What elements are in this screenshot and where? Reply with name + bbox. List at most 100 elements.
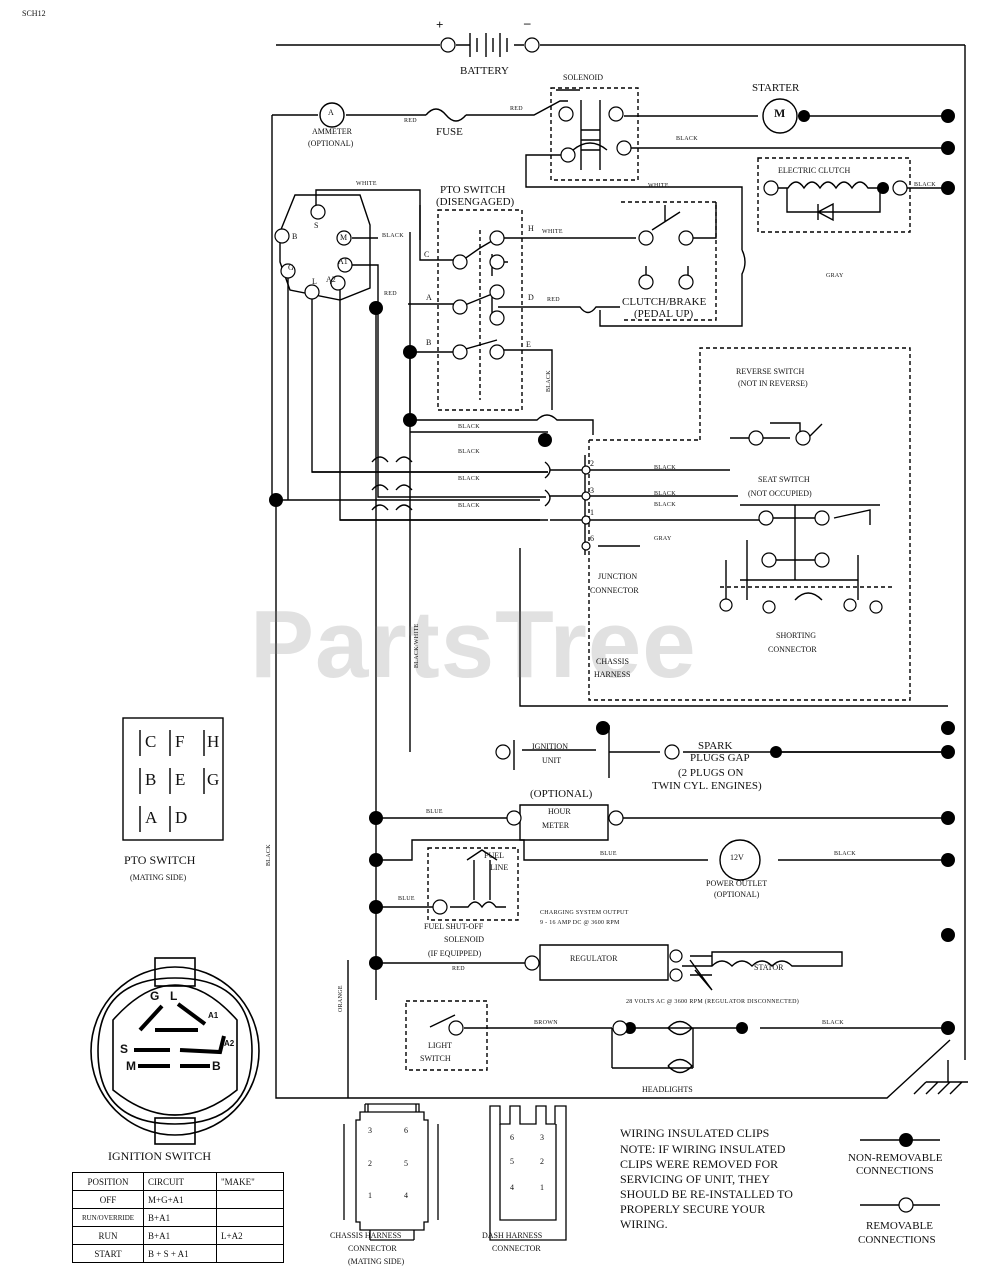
- doc-code: SCH12: [22, 9, 46, 18]
- wire-brown: BROWN: [534, 1020, 558, 1026]
- dash-connector-title-2: CONNECTOR: [492, 1244, 541, 1253]
- table-row: OFF M+G+A1: [72, 1190, 284, 1209]
- wire-black-9: BLACK: [654, 491, 676, 497]
- ign-face-l: L: [170, 989, 178, 1003]
- table-row: START B + S + A1: [72, 1244, 284, 1263]
- electric-clutch-label: ELECTRIC CLUTCH: [778, 166, 851, 175]
- junction-pin-6: 6: [590, 534, 594, 543]
- spark-3: (2 PLUGS ON: [678, 767, 744, 779]
- pto-pin-g: G: [207, 770, 220, 789]
- hour-meter-2: METER: [542, 821, 570, 830]
- legend-non-removable-1: NON-REMOVABLE: [848, 1152, 943, 1164]
- battery-plus: +: [436, 17, 444, 32]
- pto-pin-h: H: [207, 732, 220, 751]
- wire-blue-2: BLUE: [600, 851, 617, 857]
- pto-term-e: E: [526, 340, 531, 349]
- ignition-position-table: POSITION CIRCUIT "MAKE" OFF M+G+A1 RUN/O…: [72, 1172, 284, 1263]
- solenoid-label: SOLENOID: [563, 73, 603, 82]
- fuel-line-2: LINE: [490, 863, 509, 872]
- dash-pin-6: 6: [510, 1133, 514, 1142]
- wire-red-3: RED: [384, 291, 397, 297]
- ign-face-g: G: [150, 989, 160, 1003]
- headlights-label: HEADLIGHTS: [642, 1085, 693, 1094]
- pto-term-c: C: [424, 250, 430, 259]
- fuel-solenoid-1: FUEL SHUT-OFF: [424, 922, 484, 931]
- fuel-solenoid-3: (IF EQUIPPED): [428, 949, 482, 958]
- wire-black-8: BLACK: [458, 476, 480, 482]
- light-switch-2: SWITCH: [420, 1054, 451, 1063]
- power-outlet-symbol: 12V: [730, 853, 744, 862]
- clutch-brake-state: (PEDAL UP): [634, 308, 694, 320]
- starter-symbol: M: [774, 106, 786, 120]
- ammeter-label: AMMETER: [312, 127, 352, 136]
- fuse-label: FUSE: [436, 126, 463, 138]
- pto-pin-b: B: [145, 770, 157, 789]
- pto-pin-e: E: [175, 770, 186, 789]
- chassis-harness-2: HARNESS: [594, 670, 631, 679]
- junction-connector-2: CONNECTOR: [590, 586, 639, 595]
- chassis-connector-title-3: (MATING SIDE): [348, 1257, 405, 1266]
- regulator-label: REGULATOR: [570, 954, 618, 963]
- ign-term-g: G: [288, 263, 294, 272]
- dash-pin-5: 5: [510, 1157, 514, 1166]
- spark-2: PLUGS GAP: [690, 752, 750, 764]
- chassis-pin-1: 1: [368, 1191, 372, 1200]
- pto-term-b: B: [426, 338, 432, 347]
- ac-output: 28 VOLTS AC @ 3600 RPM (REGULATOR DISCON…: [626, 999, 800, 1005]
- hour-meter-optional: (OPTIONAL): [530, 788, 593, 800]
- pto-pin-c: C: [145, 732, 157, 751]
- table-header: POSITION: [72, 1172, 144, 1191]
- chassis-pin-4: 4: [404, 1191, 408, 1200]
- wire-black-10: BLACK: [654, 502, 676, 508]
- battery-minus: –: [524, 15, 531, 30]
- hour-meter-1: HOUR: [548, 807, 571, 816]
- note-title: WIRING INSULATED CLIPS: [620, 1126, 770, 1140]
- pto-term-d: D: [528, 293, 534, 302]
- wire-black-7: BLACK: [654, 465, 676, 471]
- table-header: "MAKE": [216, 1172, 284, 1191]
- junction-pin-3: 3: [590, 486, 594, 495]
- power-outlet-optional: (OPTIONAL): [714, 890, 760, 899]
- power-outlet-label: POWER OUTLET: [706, 879, 768, 888]
- legend-non-removable-2: CONNECTIONS: [856, 1165, 934, 1177]
- pto-legend-title: PTO SWITCH: [124, 853, 196, 867]
- ignition-unit-1: IGNITION: [532, 742, 568, 751]
- wire-white-3: WHITE: [542, 229, 563, 235]
- chassis-pin-6: 6: [404, 1126, 408, 1135]
- wire-black-13: BLACK: [266, 844, 272, 866]
- seat-switch-state: (NOT OCCUPIED): [748, 489, 812, 498]
- ign-face-m: M: [126, 1059, 136, 1073]
- wire-white-2: WHITE: [356, 181, 377, 187]
- table-cell: B + S + A1: [143, 1244, 217, 1263]
- wire-blue-1: BLUE: [426, 809, 443, 815]
- fuel-line-1: FUEL: [484, 851, 504, 860]
- ignition-switch-title: IGNITION SWITCH: [108, 1149, 211, 1163]
- table-row: RUN/OVERRIDE B+A1: [72, 1208, 284, 1227]
- shorting-connector-1: SHORTING: [776, 631, 816, 640]
- ammeter-symbol: A: [328, 108, 334, 117]
- dash-pin-4: 4: [510, 1183, 514, 1192]
- pto-switch-label: PTO SWITCH: [440, 184, 506, 196]
- clutch-brake-label: CLUTCH/BRAKE: [622, 296, 707, 308]
- wire-black-5: BLACK: [458, 424, 480, 430]
- chassis-connector-title-2: CONNECTOR: [348, 1244, 397, 1253]
- table-cell: B+A1: [143, 1226, 217, 1245]
- charging-1: CHARGING SYSTEM OUTPUT: [540, 910, 629, 916]
- wire-red-5: RED: [452, 966, 465, 972]
- ign-face-a1: A1: [208, 1011, 219, 1020]
- dash-pin-3: 3: [540, 1133, 544, 1142]
- light-switch-1: LIGHT: [428, 1041, 452, 1050]
- pto-term-h: H: [528, 224, 534, 233]
- ign-term-b: B: [292, 232, 298, 241]
- chassis-pin-3: 3: [368, 1126, 372, 1135]
- table-cell: M+G+A1: [143, 1190, 217, 1209]
- stator-label: STATOR: [754, 963, 784, 972]
- table-row: RUN B+A1 L+A2: [72, 1226, 284, 1245]
- legend-removable-2: CONNECTIONS: [858, 1234, 936, 1246]
- table-cell: L+A2: [216, 1226, 284, 1245]
- wire-gray-2: GRAY: [654, 536, 672, 542]
- wire-orange: ORANGE: [338, 985, 344, 1012]
- wire-black-12: BLACK: [834, 851, 856, 857]
- table-cell: [216, 1244, 284, 1263]
